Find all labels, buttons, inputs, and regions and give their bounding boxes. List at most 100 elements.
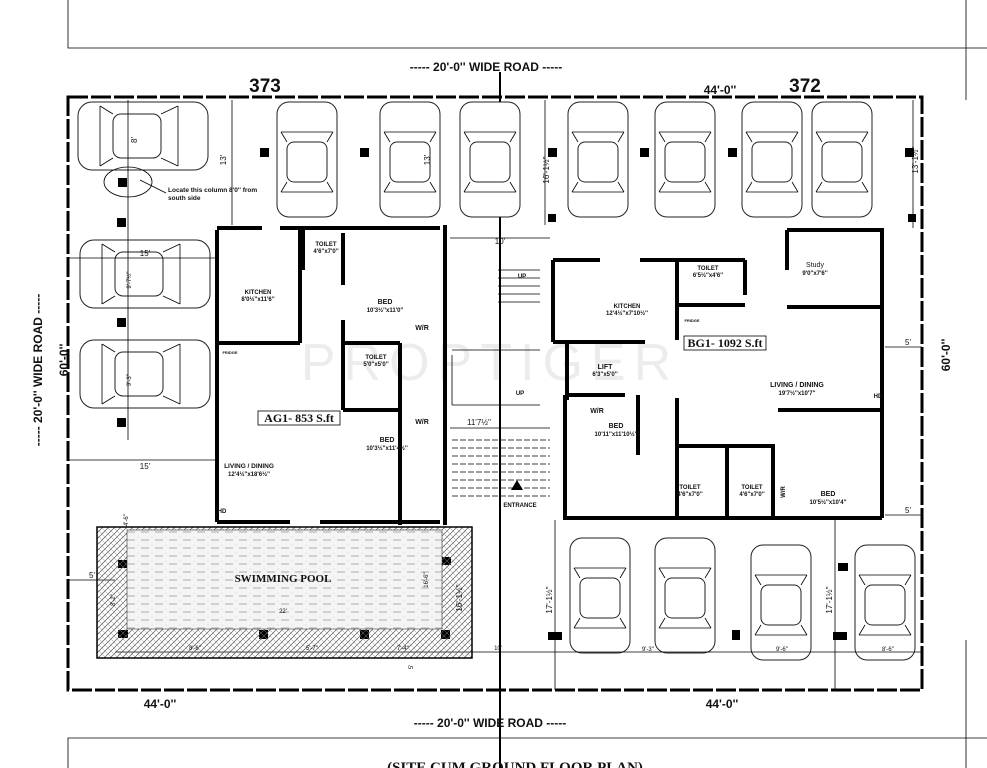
toilet-label: TOILET <box>365 355 387 361</box>
road-label-top: ----- 20'-0'' WIDE ROAD ----- <box>410 60 563 74</box>
kitchen-size: 8'0½''x11'6'' <box>241 296 275 303</box>
dimension-label: 5' <box>905 338 911 347</box>
car-icon <box>854 544 916 661</box>
car-icon <box>811 101 873 218</box>
staircase <box>451 269 550 497</box>
dimension-label: 9'-7½'' <box>126 271 133 288</box>
site-boundary <box>66 95 924 692</box>
entrance-label: ENTRANCE <box>503 503 536 509</box>
unit-b-walls <box>551 228 884 520</box>
living-label: LIVING / DINING <box>770 382 824 389</box>
toilet-label: TOILET <box>679 485 701 491</box>
toilet-label: TOILET <box>697 266 719 272</box>
dimension-label: 5' <box>89 571 95 580</box>
unit-b-area: BG1- 1092 S.ft <box>688 336 763 350</box>
plot-number-373: 373 <box>249 76 281 97</box>
car-icon <box>569 537 631 654</box>
car-icon <box>567 101 629 218</box>
fridge-label: FRIDGE <box>684 318 699 323</box>
car-icon <box>741 101 803 218</box>
dimension-label: 15' <box>140 249 151 258</box>
unit-a-area-box <box>257 410 341 426</box>
unit-a-walls <box>215 225 447 525</box>
toilet-size: 4'6''x7'0'' <box>677 492 703 498</box>
width-bottom-right: 44'-0'' <box>706 697 739 711</box>
unit-b-labels: TOILET 6'5½''x4'6'' KITCHEN 12'4½''x7'10… <box>503 262 883 509</box>
swimming-pool <box>126 529 443 630</box>
kitchen-label: KITCHEN <box>614 304 641 310</box>
dimension-label: 8'-2'' <box>111 594 117 606</box>
dimension-label: 9'-6'' <box>776 647 788 653</box>
toilet-label: TOILET <box>741 485 763 491</box>
dimension-label: 7'-4'' <box>397 646 409 652</box>
study-label: Study <box>806 262 824 269</box>
dimension-label: 13' <box>423 154 432 165</box>
car-icon <box>276 101 338 218</box>
depth-right: 60'-0'' <box>939 339 953 372</box>
entrance-arrow-icon <box>511 480 523 490</box>
unit-a-labels: TOILET 4'6''x7'0'' KITCHEN 8'0½''x11'6''… <box>218 242 429 515</box>
dimension-label: 10' <box>494 646 502 652</box>
car-icon <box>654 537 716 654</box>
width-top-right: 44'-0'' <box>704 83 737 97</box>
kitchen-size: 12'4½''x7'10½'' <box>606 310 649 317</box>
toilet-size: 6'5½''x4'6'' <box>693 272 724 279</box>
dimension-labels: 8' 13' 13' 16'-1½'' 13'-1½'' 15' 9'-7½''… <box>89 137 920 670</box>
dimension-label: 10' <box>495 237 506 246</box>
plan-title: (SITE CUM GROUND FLOOR PLAN) <box>387 760 643 768</box>
car-icon <box>750 544 812 661</box>
width-bottom-left: 44'-0'' <box>144 697 177 711</box>
dimension-label: 8'-6'' <box>882 647 894 653</box>
car-icon <box>79 339 211 409</box>
dimension-label: 8'-6'' <box>189 646 201 652</box>
pool-label: SWIMMING POOL <box>235 573 332 585</box>
stair-up-label: UP <box>516 391 524 397</box>
car-icon <box>654 101 716 218</box>
wardrobe-label: W/R <box>415 325 429 332</box>
dimension-label: 17'-1½'' <box>825 586 834 614</box>
toilet-size: 4'6''x7'0'' <box>739 492 765 498</box>
dimension-label: 13' <box>219 154 228 165</box>
dimension-label: 11'7½'' <box>467 418 491 427</box>
dimension-label: 5' <box>905 506 911 515</box>
dimension-label: 8' <box>130 137 139 143</box>
bed-label: BED <box>609 423 624 430</box>
bed-label: BED <box>821 491 836 498</box>
main-door-label: HD <box>218 509 227 515</box>
car-icon <box>77 101 209 171</box>
toilet-label: TOILET <box>315 242 337 248</box>
bed-label: BED <box>380 437 395 444</box>
column-note-line2: south side <box>168 195 201 202</box>
column-note-line1: Locate this column 8'0'' from <box>168 187 257 194</box>
dimension-label: 9'-3'' <box>127 374 133 386</box>
road-edge-bottom <box>67 737 987 768</box>
bed-size: 10'3½''x11'0'' <box>367 307 404 314</box>
road-label-left: ----- 20'-0'' WIDE ROAD ----- <box>31 294 45 447</box>
stair-up-label: UP <box>518 274 526 280</box>
living-size: 12'4½''x18'6½'' <box>228 471 271 478</box>
plot-number-372: 372 <box>789 76 821 97</box>
depth-left: 60'-0'' <box>57 344 71 377</box>
living-size: 19'7½''x10'7'' <box>779 390 816 397</box>
study-size: 9'0''x7'6'' <box>802 271 828 277</box>
road-edge-top <box>67 0 987 49</box>
bed-size: 10'3½''x11'4½'' <box>366 445 408 452</box>
unit-b-area-box <box>683 335 767 351</box>
dimension-label: 4'-6'' <box>124 514 130 526</box>
toilet-size: 5'0''x5'0'' <box>363 362 389 368</box>
wardrobe-label: W/R <box>415 419 429 426</box>
dimension-label: 13'-1½'' <box>911 146 920 174</box>
dimension-label: 5'-7'' <box>306 646 318 652</box>
bed-size: 10'5½''x10'4'' <box>810 499 847 506</box>
toilet-size: 4'6''x7'0'' <box>313 249 339 255</box>
dimension-label: 9'-3'' <box>642 647 654 653</box>
bed-size: 10'11''x11'10½'' <box>595 431 639 438</box>
dimension-label: 17'-1½'' <box>545 586 554 614</box>
kitchen-label: KITCHEN <box>245 290 272 296</box>
dimension-label: 16'-1½'' <box>542 156 551 184</box>
car-icon <box>459 101 521 218</box>
road-label-bottom: ----- 20'-0'' WIDE ROAD ----- <box>414 716 567 730</box>
dimension-label: 22' <box>279 609 287 615</box>
dimension-label: 5' <box>409 665 415 669</box>
